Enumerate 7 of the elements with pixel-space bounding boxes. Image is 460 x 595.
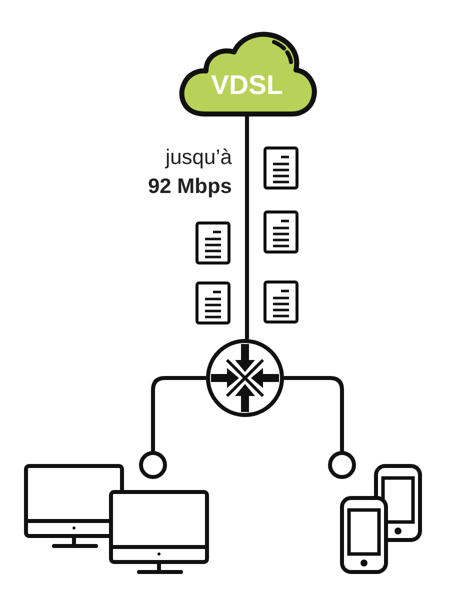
router-icon — [205, 338, 285, 418]
connector-line — [245, 114, 249, 340]
connector-line — [283, 376, 344, 453]
node-label: VDSL — [210, 70, 284, 100]
connector-circle — [328, 451, 356, 479]
connector-line — [151, 376, 207, 453]
connector-circle — [139, 451, 167, 479]
